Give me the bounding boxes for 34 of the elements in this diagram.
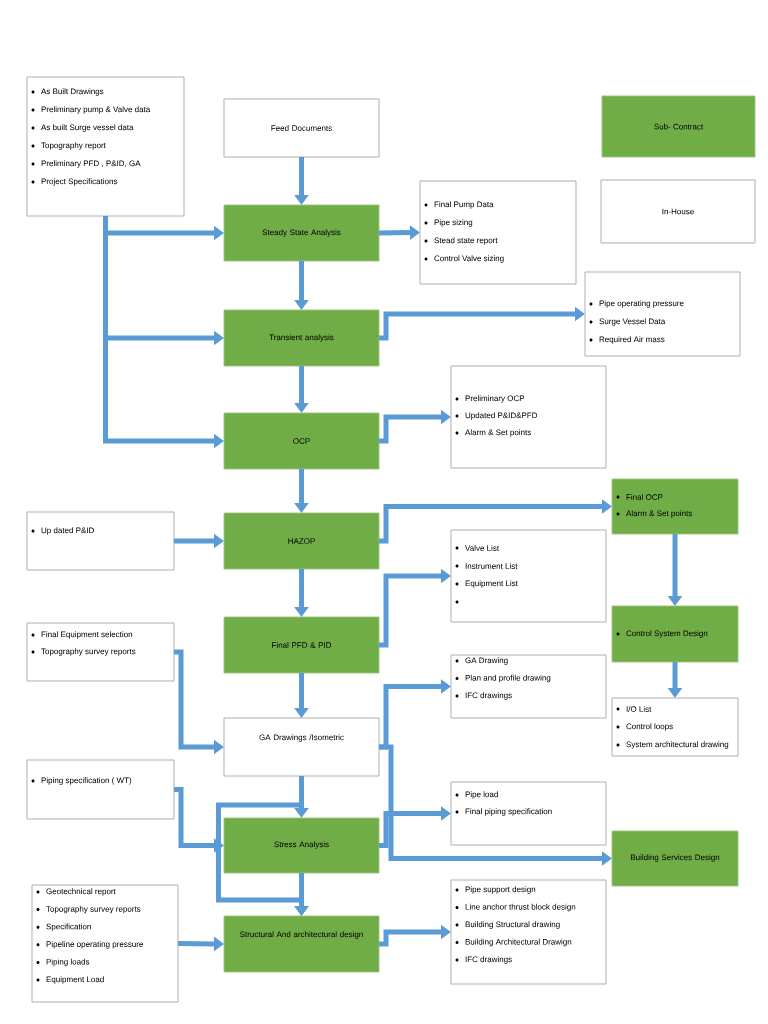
bullet-list-box: Preliminary OCP Updated P&ID&PFD Alarm & Set points: [450, 365, 607, 469]
bullet-list-box: Pipe operating pressure Surge Vessel Data Required Air mass: [584, 271, 741, 357]
process-box: Building Services Design: [611, 830, 739, 887]
arrow: [379, 806, 451, 848]
process-box: Steady State Analysis: [223, 204, 380, 262]
bullet-list-box: Pipe support design Line anchor thrust block design Building Structural drawing Building Architectural Drawign IFC drawings: [450, 879, 607, 985]
process-box: Structural And architectural design: [223, 915, 380, 973]
bullet-list-box: Up dated P&ID: [26, 511, 175, 571]
legend-label: In-House: [662, 208, 694, 215]
bullet-list-box: GA Drawing Plan and profile drawing IFC drawings: [450, 654, 607, 719]
bullet-list-box: Final Pump Data Pipe sizing Stead state report Control Valve sizing: [419, 180, 577, 285]
arrow: [379, 568, 451, 648]
bullet-list-box: As Built Drawings Preliminary pump & Valve data As built Surge vessel data Topography report Preliminary PFD , P&ID, GA Project Specifications: [26, 76, 185, 217]
process-box: OCP: [223, 412, 380, 470]
legend-label: Sub- Contract: [654, 123, 704, 130]
process-box: Feed Documents: [223, 98, 380, 158]
process-box: HAZOP: [223, 512, 380, 570]
process-box: Stress Analysis: [223, 817, 380, 874]
connector-line: [299, 776, 304, 805]
bullet-list-box: I/O List Control loops System architectural drawing: [611, 697, 739, 757]
bullet-list-box: Final OCP Alarm & Set points: [611, 478, 739, 535]
arrow: [379, 409, 451, 444]
arrow: [379, 499, 612, 544]
bullet-list-box: Piping specification ( WT): [26, 759, 175, 820]
process-box: Transient analysis: [223, 309, 380, 367]
arrow: [379, 924, 451, 947]
bullet-list-box: Pipe load Final piping specification: [450, 781, 607, 846]
arrow: [379, 306, 585, 341]
bullet-list-box: Geotechnical report Topography survey reports Specification Pipeline operating pressure Piping loads Equipment Load: [31, 884, 179, 1003]
process-box: GA Drawings /Isometric: [223, 717, 380, 777]
bullet-list-box: Valve List Instrument List Equipment List: [450, 529, 607, 623]
bullet-list-box: Final Equipment selection Topography survey reports: [26, 622, 175, 682]
bullet-list-box: Control System Design: [611, 605, 739, 663]
process-box: Final PFD & PID: [223, 616, 380, 674]
